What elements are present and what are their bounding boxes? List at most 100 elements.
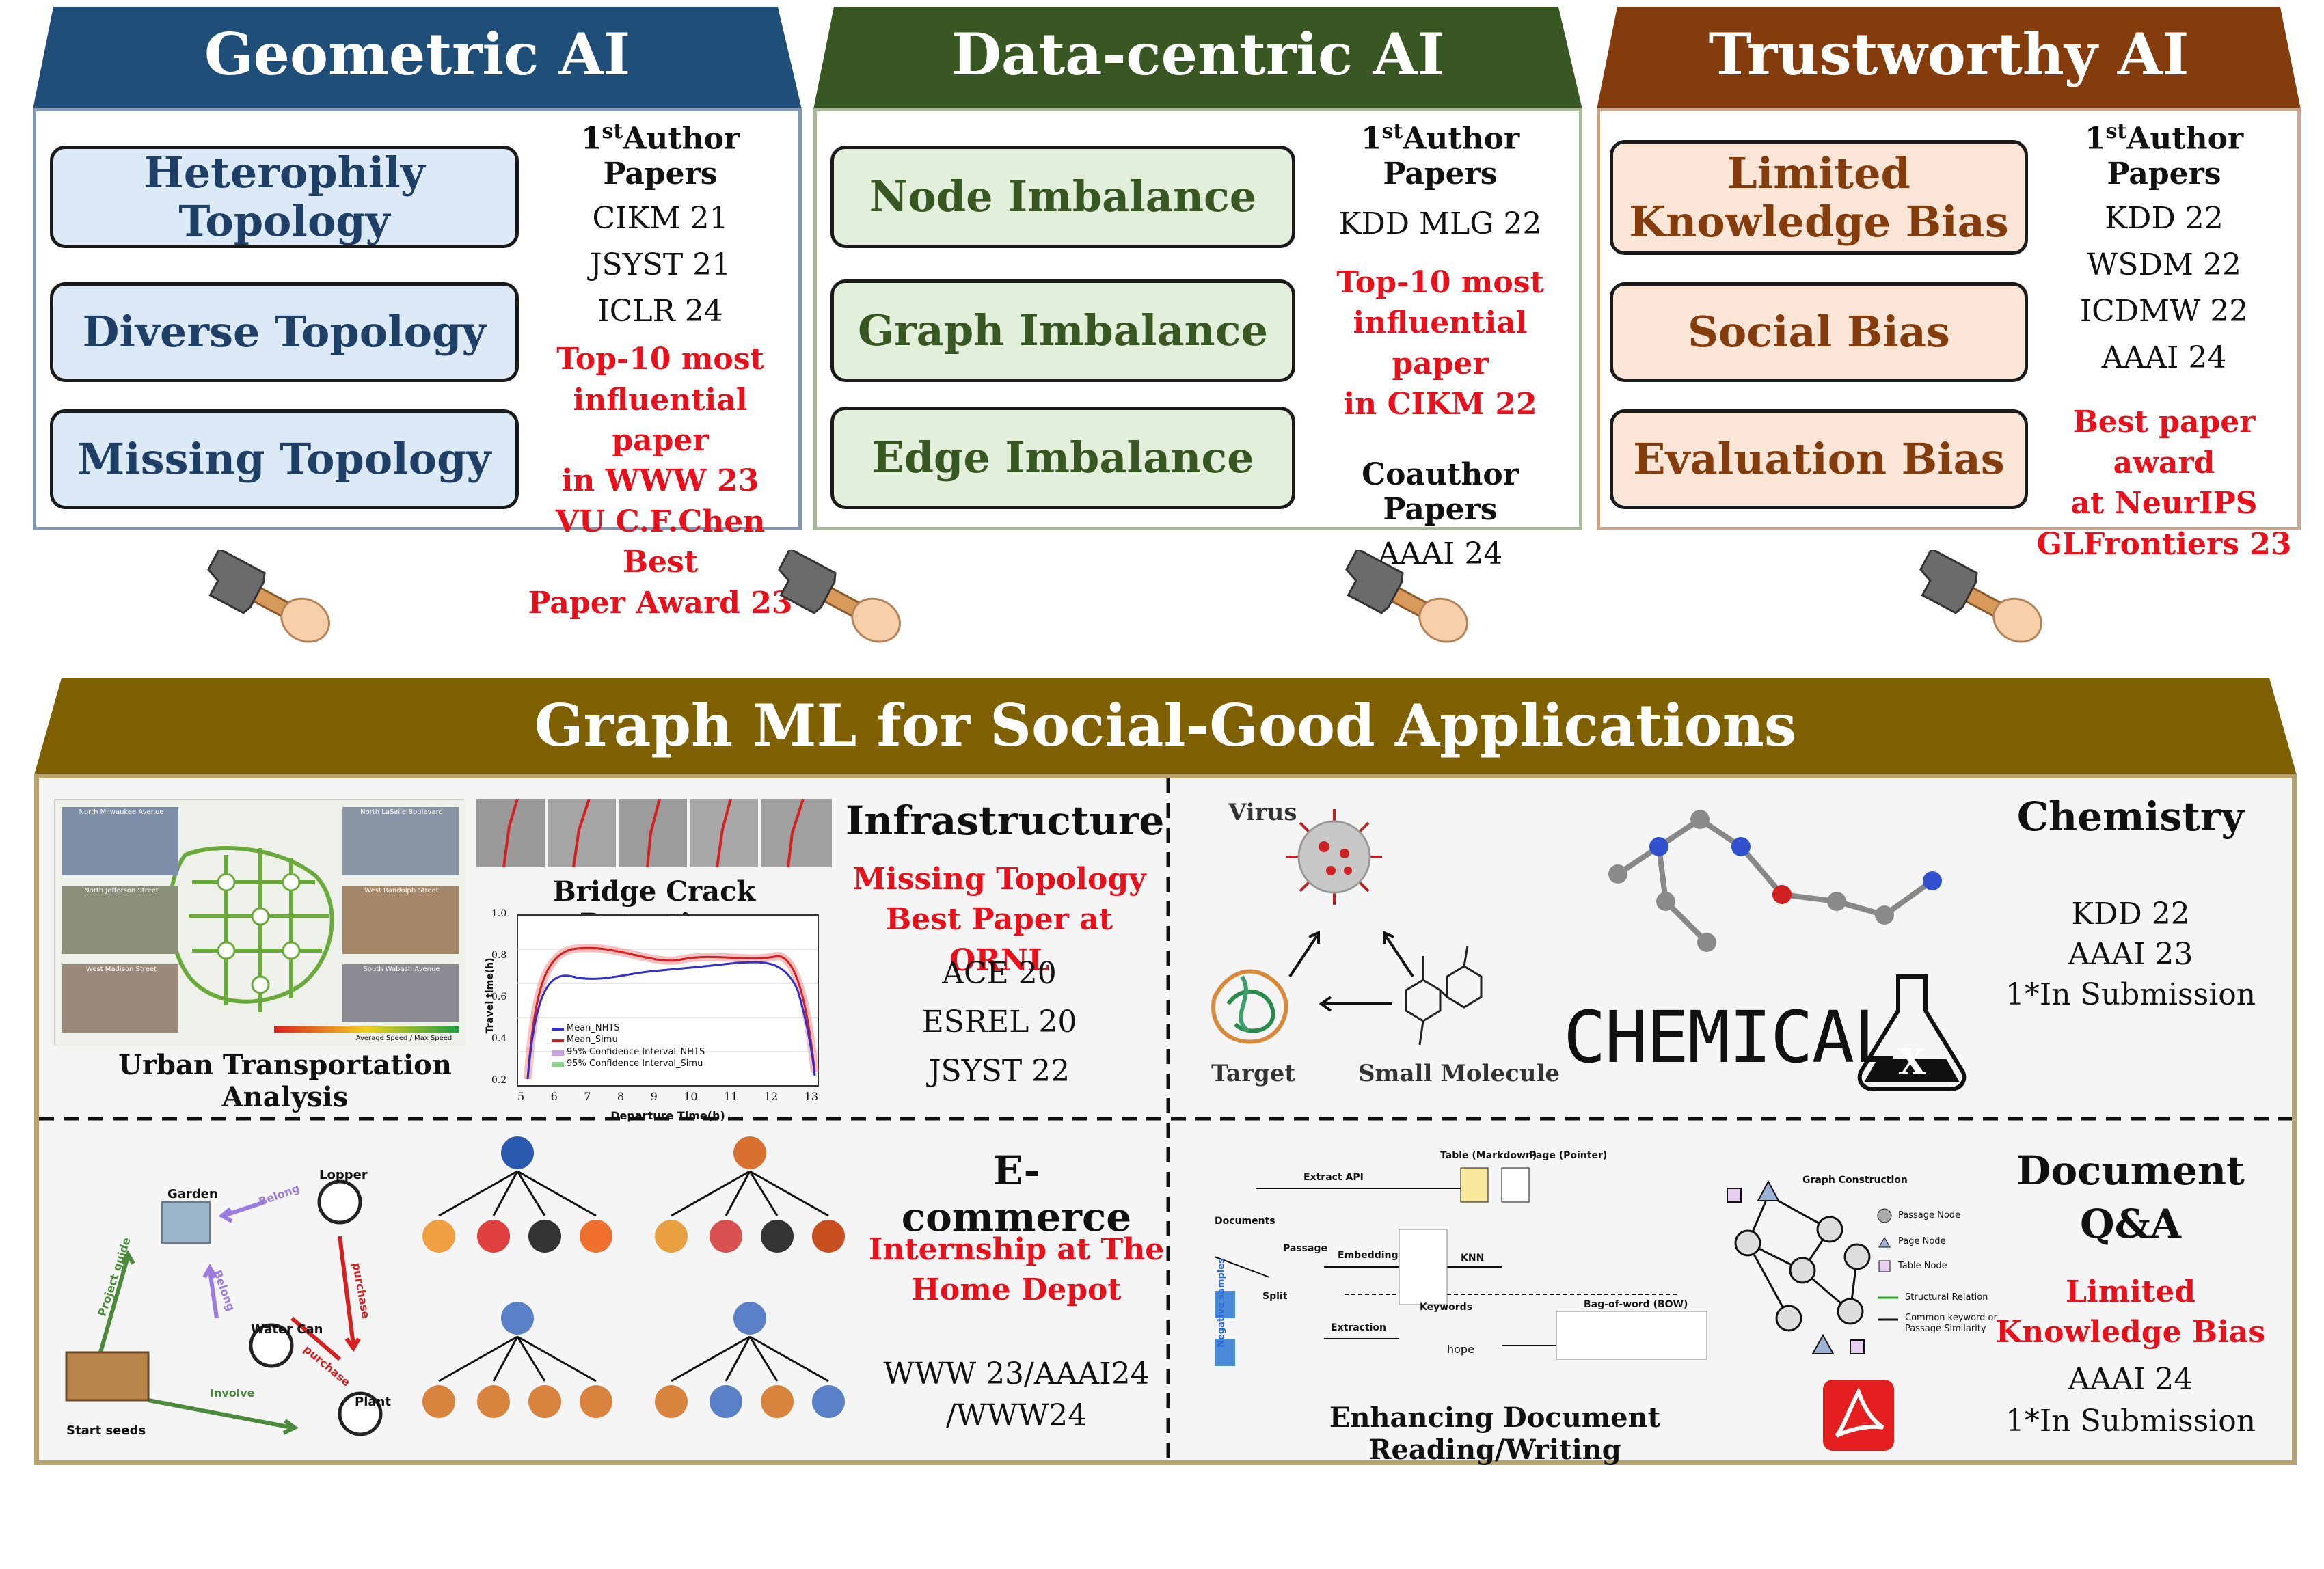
- target-label: Target: [1211, 1060, 1296, 1087]
- start-seeds-label: Start seeds: [66, 1423, 146, 1438]
- virus-icon: [1286, 809, 1382, 905]
- doc-label-documents: Documents: [1215, 1216, 1275, 1227]
- street-label: North Jefferson Street: [84, 887, 159, 895]
- street-label: South Wabash Avenue: [363, 966, 440, 973]
- chart-xlabel: Departure Time(h): [610, 1109, 725, 1122]
- cycle-arrows: [1288, 930, 1414, 1012]
- document-papers: AAAI 24 1*In Submission: [1994, 1359, 2267, 1442]
- doc-label-table-node: Table Node: [1898, 1261, 1947, 1271]
- doc-label-passage-similarity: Passage Similarity: [1905, 1324, 1986, 1334]
- chemistry-paper: KDD 22: [2071, 897, 2190, 931]
- infrastructure-award-line: Missing Topology: [852, 862, 1146, 897]
- infrastructure-paper: JSYST 22: [928, 1053, 1070, 1089]
- trustworthy-papers-header: 1stAuthor Papers: [2084, 120, 2244, 191]
- street-label: West Randolph Street: [364, 887, 439, 895]
- infrastructure-paper: ACE 20: [942, 956, 1057, 991]
- speed-legend-label: Average Speed / Max Speed: [355, 1035, 452, 1042]
- hammer-icon: [1345, 550, 1468, 643]
- doc-label-split: Split: [1262, 1291, 1288, 1302]
- chemical-x-logo-text: CHEMICAL: [1563, 996, 1896, 1079]
- datacentric-paper: KDD MLG 22: [1338, 206, 1542, 241]
- trustworthy-award-line: GLFrontiers 23: [2036, 526, 2292, 562]
- infrastructure-award-line: Best Paper at ORNL: [885, 902, 1113, 978]
- crack-image-strip: [476, 798, 832, 868]
- plant-node-label: Plant: [355, 1395, 391, 1409]
- legend-ci-simu: 95% Confidence Interval_Simu: [567, 1059, 703, 1069]
- trustworthy-award-line: Best paper award: [2072, 405, 2256, 480]
- hammer-icon: [778, 550, 901, 643]
- doc-label-embedding: Embedding: [1338, 1250, 1399, 1261]
- doc-label-keywords: Keywords: [1420, 1302, 1473, 1313]
- legend-mean-nhts: Mean_NHTS: [567, 1023, 620, 1033]
- trustworthy-paper: AAAI 24: [2101, 340, 2227, 376]
- doc-label-structural-relation: Structural Relation: [1905, 1292, 1988, 1302]
- geometric-ai-title: Geometric AI: [204, 21, 631, 88]
- geometric-award-line: Paper Award 23: [528, 585, 793, 620]
- infrastructure-papers: ACE 20 ESREL 20 JSYST 22: [846, 949, 1153, 1095]
- ytick: 0.4: [491, 1033, 507, 1044]
- trustworthy-papers-column: 1stAuthor Papers KDD 22 WSDM 22 ICDMW 22…: [2031, 120, 2297, 564]
- trustworthy-paper: WSDM 22: [2087, 247, 2241, 282]
- heterophily-topology-box: Heterophily Topology: [50, 146, 519, 248]
- ecommerce-award-line: Home Depot: [911, 1272, 1122, 1308]
- ball-stick-molecule: [1608, 810, 1942, 952]
- ecommerce-award-line: Internship at The: [868, 1232, 1165, 1267]
- doc-label-passage-node: Passage Node: [1898, 1210, 1961, 1220]
- datacentric-papers-column: 1stAuthor Papers KDD MLG 22 Top-10 most …: [1303, 120, 1577, 578]
- bridge-crack-images: [476, 798, 832, 868]
- infrastructure-awards: Missing Topology Best Paper at ORNL: [846, 859, 1153, 981]
- doc-label-page: Page (Pointer): [1529, 1150, 1608, 1161]
- chemistry-paper: AAAI 23: [2068, 936, 2193, 972]
- geometric-award-line: VU C.F.Chen Best: [555, 504, 766, 580]
- geometric-paper: CIKM 21: [592, 200, 729, 236]
- document-paper: AAAI 24: [2068, 1362, 2193, 1397]
- geometric-papers-column: 1stAuthor Papers CIKM 21 JSYST 21 ICLR 2…: [527, 120, 794, 623]
- road-network-graphic: [55, 800, 465, 1046]
- doc-label-common-keyword: Common keyword or: [1905, 1313, 1997, 1323]
- hammer-icon: [207, 550, 330, 643]
- document-awards: Limited Knowledge Bias: [1994, 1272, 2267, 1353]
- doc-label-table: Table (Markdown): [1440, 1150, 1537, 1161]
- garden-node-label: Garden: [167, 1187, 218, 1201]
- xtick: 11: [724, 1090, 738, 1103]
- chemical-x-logo-x: X: [1898, 1041, 1926, 1083]
- infrastructure-title: Infrastructure: [846, 797, 1165, 844]
- lopper-node-label: Lopper: [319, 1168, 368, 1182]
- trustworthy-paper: KDD 22: [2105, 200, 2224, 236]
- ecommerce-graph: [65, 1179, 383, 1436]
- datacentric-papers-header: 1stAuthor Papers: [1360, 120, 1520, 191]
- street-label: North Milwaukee Avenue: [79, 808, 164, 816]
- document-title-line2: Q&A: [2080, 1201, 2181, 1247]
- edge-imbalance-box: Edge Imbalance: [830, 407, 1295, 509]
- document-award-line: Knowledge Bias: [1995, 1315, 2266, 1350]
- limited-knowledge-bias-box: Limited Knowledge Bias: [1610, 140, 2028, 255]
- xtick: 7: [584, 1090, 591, 1103]
- doc-label-bow: Bag-of-word (BOW): [1584, 1299, 1688, 1310]
- geometric-award-line: Top-10 most: [556, 342, 764, 377]
- urban-transportation-caption: Urban Transportation Analysis: [118, 1049, 452, 1113]
- travel-time-chart: Mean_NHTS Mean_Simu 95% Confidence Inter…: [476, 908, 832, 1134]
- trustworthy-ai-title: Trustworthy AI: [1708, 21, 2189, 88]
- xtick: 6: [550, 1090, 558, 1103]
- xtick: 10: [684, 1090, 698, 1103]
- xtick: 13: [804, 1090, 818, 1103]
- quadrant-dividers: [39, 778, 2292, 1460]
- ecommerce-paper: WWW 23/AAAI24: [883, 1356, 1150, 1391]
- trustworthy-panel: Limited Knowledge Bias Social Bias Evalu…: [1597, 108, 2301, 562]
- water-can-node-label: Water Can: [251, 1322, 323, 1337]
- doc-label-extract-api: Extract API: [1303, 1172, 1364, 1183]
- document-title-line1: Document: [2016, 1147, 2245, 1194]
- chart-yticks: 0.2 0.4 0.6 0.8 1.0: [491, 908, 506, 1086]
- trustworthy-award-line: at NeurIPS: [2070, 486, 2258, 521]
- small-molecule-icon: [1405, 945, 1483, 1046]
- ecommerce-paper: /WWW24: [945, 1397, 1087, 1433]
- geometric-ai-banner: Geometric AI: [33, 7, 802, 109]
- legend-ci-nhts: 95% Confidence Interval_NHTS: [567, 1047, 705, 1057]
- xtick: 5: [517, 1090, 525, 1103]
- missing-topology-box: Missing Topology: [50, 409, 519, 509]
- doc-label-extraction: Extraction: [1331, 1322, 1387, 1333]
- street-label: West Madison Street: [86, 966, 157, 973]
- geometric-award-line: in WWW 23: [561, 463, 759, 499]
- datacentric-ai-banner: Data-centric AI: [813, 7, 1582, 109]
- evaluation-bias-box: Evaluation Bias: [1610, 409, 2028, 509]
